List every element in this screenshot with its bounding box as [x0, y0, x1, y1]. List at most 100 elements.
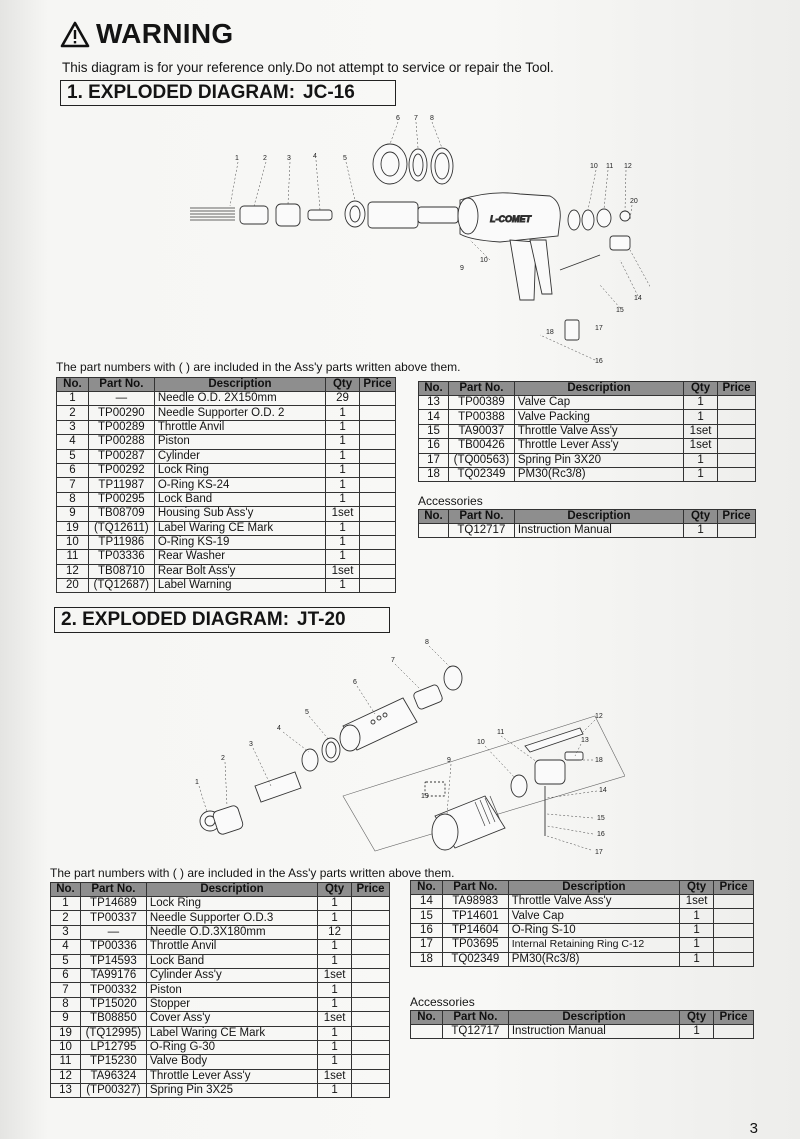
cell-no: 5 — [50, 953, 81, 969]
col-description: Description — [507, 880, 681, 895]
cell-no: 7 — [50, 982, 81, 998]
section1-accessories-label: Accessories — [418, 494, 483, 508]
cell-price — [713, 937, 754, 953]
cell-no: 2 — [50, 910, 81, 926]
cell-description: Spring Pin 3X20 — [513, 452, 685, 468]
cell-description: Rear Washer — [153, 549, 327, 565]
cell-price — [713, 922, 754, 939]
cell-price — [713, 951, 754, 967]
cell-no: 3 — [56, 419, 89, 436]
cell-no: 11 — [50, 1054, 81, 1070]
cell-part-no: TP14601 — [441, 908, 509, 924]
col-price: Price — [713, 880, 754, 895]
section2-leader-lines — [198, 645, 598, 851]
cell-description: Piston — [145, 982, 319, 998]
col-qty: Qty — [325, 377, 360, 392]
col-description: Description — [507, 1010, 681, 1025]
col-description: Description — [513, 509, 685, 524]
callout-6: 6 — [353, 679, 357, 686]
section1-right-header: No. Part No. Description Qty Price — [418, 381, 756, 396]
col-part-no: Part No. — [79, 882, 147, 897]
cell-qty: 1 — [317, 895, 353, 912]
cell-price — [351, 895, 390, 912]
warning-heading: WARNING — [60, 18, 233, 50]
cell-no: 6 — [56, 462, 89, 479]
cell-no: 12 — [56, 563, 89, 580]
cell-no: 9 — [50, 1011, 81, 1027]
callout-3: 3 — [287, 155, 291, 162]
callout-11: 11 — [606, 163, 613, 170]
section2-accessories-header: No. Part No. Description Qty Price — [410, 1010, 754, 1025]
callout-15: 15 — [616, 307, 624, 314]
col-no: No. — [418, 381, 449, 396]
cell-price — [717, 452, 756, 468]
cell-qty: 1 — [325, 534, 360, 551]
cell-no: 19 — [56, 520, 89, 536]
col-part-no: Part No. — [441, 880, 509, 895]
cell-price — [351, 953, 390, 969]
cell-qty: 1 — [317, 1083, 353, 1099]
col-qty: Qty — [317, 882, 353, 897]
cell-qty: 1set — [683, 438, 719, 454]
col-part-no: Part No. — [441, 1010, 509, 1025]
jt20-valve-parts — [510, 727, 584, 836]
section1-note: The part numbers with ( ) are included i… — [56, 360, 461, 374]
cell-no: 7 — [56, 477, 89, 493]
warning-triangle-icon — [60, 21, 90, 47]
cell-price — [358, 477, 397, 493]
cell-price — [351, 982, 390, 998]
cell-qty: 1 — [679, 1023, 715, 1040]
col-description: Description — [513, 381, 685, 396]
callout-2: 2 — [221, 755, 225, 762]
cell-description: Lock Ring — [145, 895, 319, 912]
warning-subtitle: This diagram is for your reference only.… — [62, 60, 554, 75]
cell-description: Instruction Manual — [507, 1023, 681, 1040]
cell-qty: 1 — [325, 477, 360, 493]
cell-part-no: TP03695 — [441, 937, 509, 953]
rear-parts — [559, 208, 631, 341]
cell-price — [351, 1068, 390, 1085]
callout-10: 10 — [590, 163, 598, 170]
cell-no: 3 — [50, 924, 81, 941]
callout-7: 7 — [391, 657, 395, 664]
section1-title-text: 1. EXPLODED DIAGRAM — [67, 82, 289, 103]
cell-price — [358, 491, 397, 508]
section2-title-separator: : — [282, 609, 290, 630]
cell-no: 4 — [50, 939, 81, 955]
cell-qty: 1 — [325, 419, 360, 436]
section2-accessories-table: No. Part No. Description Qty Price TQ127… — [410, 1010, 754, 1040]
cell-price — [358, 448, 397, 464]
cell-price — [717, 394, 756, 411]
cell-qty: 1 — [683, 409, 719, 425]
cell-description: Throttle Anvil — [145, 939, 319, 955]
cell-qty: 1 — [679, 937, 715, 953]
cell-part-no: TP15230 — [79, 1054, 147, 1070]
cell-description: Throttle Lever Ass'y — [145, 1068, 319, 1085]
cell-part-no: TB08709 — [87, 506, 155, 522]
cell-part-no: TA98983 — [441, 893, 509, 910]
cell-part-no: TQ12717 — [441, 1023, 509, 1040]
cell-qty: 1 — [325, 520, 360, 536]
section2-title-text: 2. EXPLODED DIAGRAM — [61, 609, 283, 630]
col-price: Price — [717, 381, 756, 396]
section1-accessories-table: No. Part No. Description Qty Price TQ127… — [418, 509, 757, 539]
section2-right-header: No. Part No. Description Qty Price — [410, 880, 754, 895]
cell-part-no: TP00289 — [87, 419, 155, 436]
callout-1: 1 — [235, 155, 239, 162]
cell-qty: 1 — [317, 1039, 353, 1056]
